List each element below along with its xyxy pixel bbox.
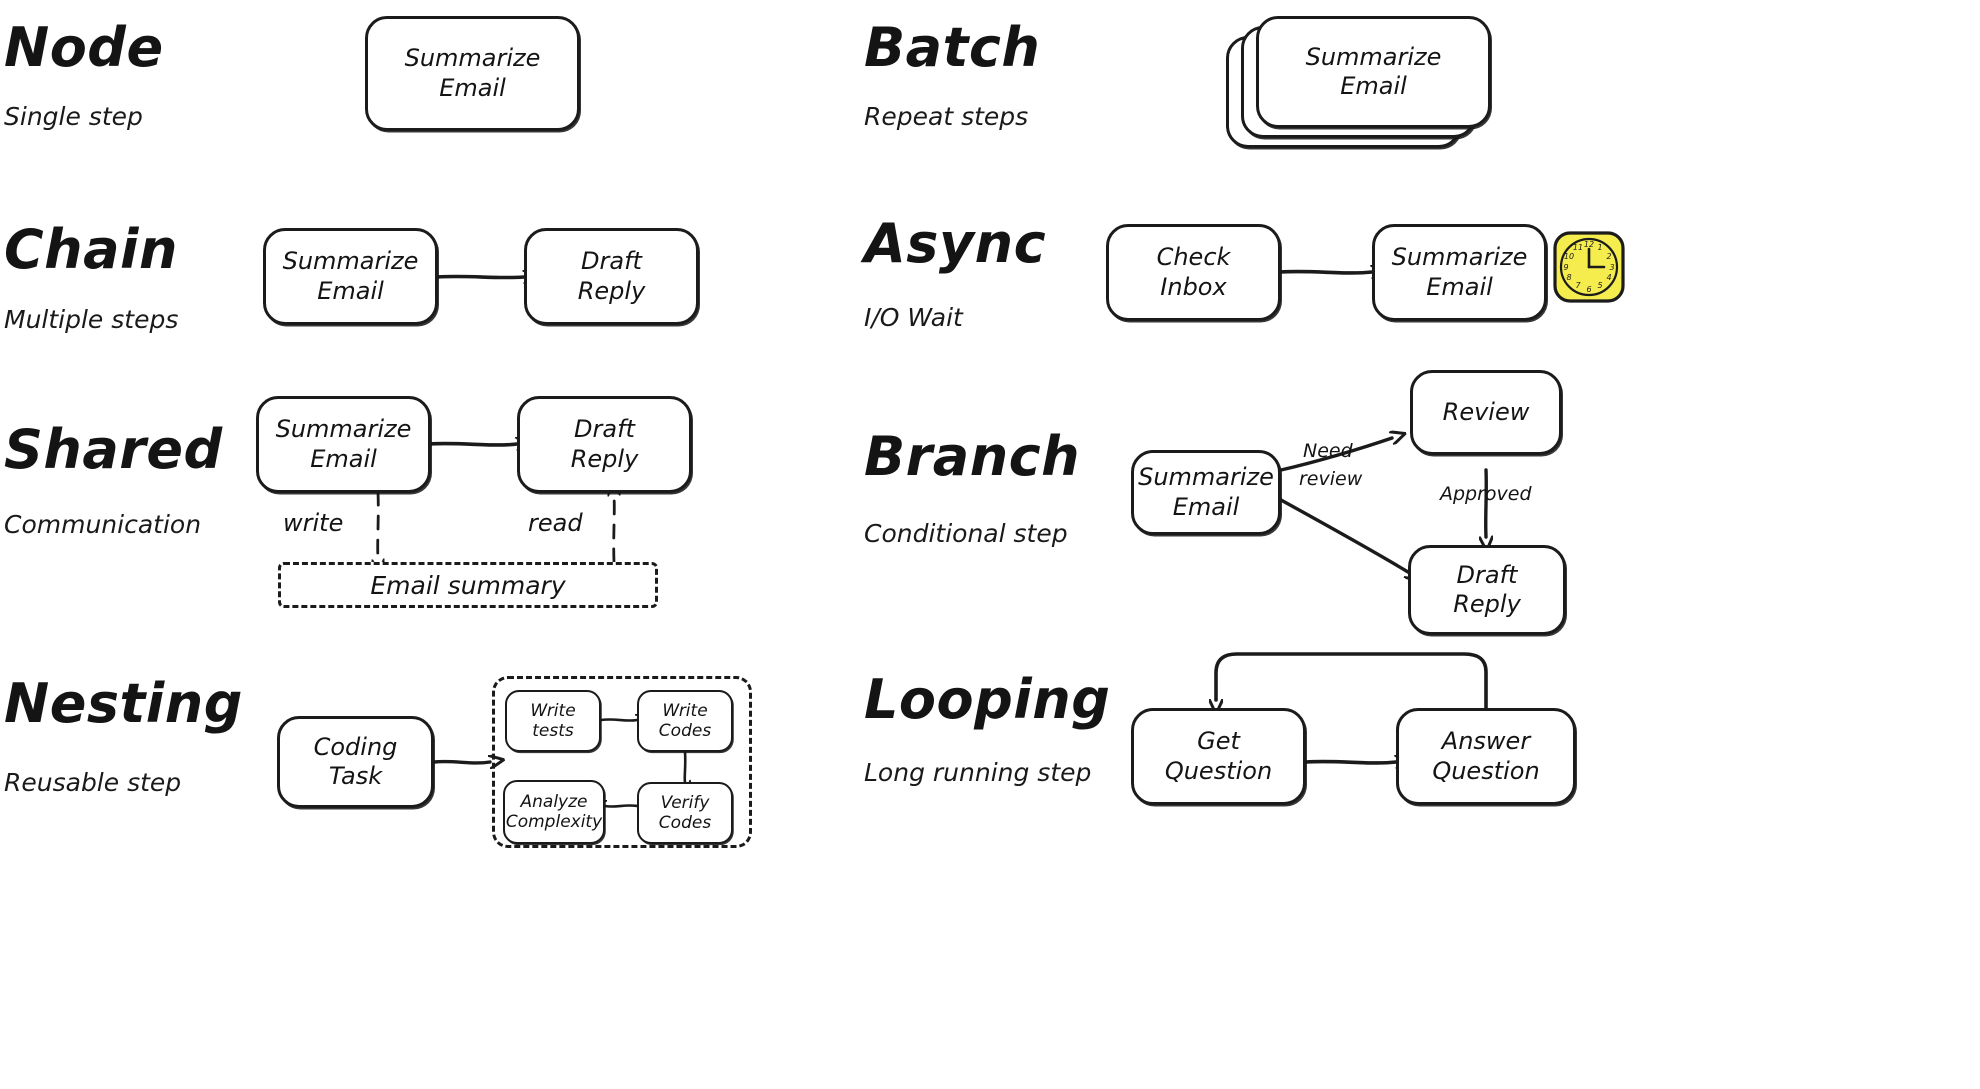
section-heading-chain: Chain: [4, 218, 178, 281]
svg-text:3: 3: [1609, 263, 1614, 272]
edge-shared-write: [378, 490, 379, 560]
edge-loop-back: [1216, 652, 1488, 708]
nesting-group-container: [492, 676, 752, 848]
svg-text:4: 4: [1606, 273, 1611, 282]
edge-nesting-1: [599, 719, 637, 720]
svg-text:9: 9: [1563, 263, 1568, 272]
svg-text:7: 7: [1575, 281, 1581, 290]
edge-label-read: read: [528, 509, 583, 537]
svg-text:12: 12: [1584, 240, 1594, 249]
svg-text:1: 1: [1597, 243, 1602, 252]
edge-label-approved: Approved: [1440, 483, 1532, 505]
section-heading-looping: Looping: [864, 668, 1111, 731]
edge-branch-direct: [1279, 498, 1408, 572]
branch-node-review[interactable]: Review: [1410, 370, 1562, 455]
section-heading-branch: Branch: [864, 425, 1081, 488]
edge-shared-1: [427, 444, 517, 445]
edge-branch-approved: [1486, 468, 1487, 537]
section-subtitle-shared: Communication: [4, 510, 202, 539]
svg-text:5: 5: [1597, 281, 1602, 290]
section-subtitle-looping: Long running step: [864, 758, 1092, 787]
edge-nesting-3: [605, 805, 639, 806]
shared-store-email-summary[interactable]: Email summary: [278, 562, 658, 608]
edge-label-review: review: [1299, 468, 1363, 490]
edge-nesting-2: [685, 750, 686, 782]
section-subtitle-branch: Conditional step: [864, 519, 1068, 548]
edge-loop-forward: [1304, 762, 1396, 763]
edge-branch-need-review: [1279, 438, 1392, 472]
edge-label-write: write: [283, 509, 344, 537]
section-subtitle-node: Single step: [4, 102, 143, 131]
section-heading-batch: Batch: [864, 16, 1041, 79]
section-heading-shared: Shared: [4, 418, 223, 481]
section-heading-nesting: Nesting: [4, 672, 243, 735]
edge-shared-read: [614, 495, 615, 564]
edge-async-1: [1278, 272, 1372, 273]
svg-text:6: 6: [1586, 285, 1591, 294]
section-subtitle-batch: Repeat steps: [864, 102, 1029, 131]
section-subtitle-async: I/O Wait: [864, 303, 963, 332]
section-heading-async: Async: [864, 212, 1047, 275]
svg-text:11: 11: [1573, 243, 1583, 252]
section-subtitle-chain: Multiple steps: [4, 305, 179, 334]
edge-chain-1: [435, 276, 524, 277]
section-heading-node: Node: [4, 16, 164, 79]
svg-text:10: 10: [1564, 252, 1574, 261]
edge-nesting-in: [432, 762, 490, 763]
svg-text:8: 8: [1566, 273, 1571, 282]
edge-label-need: Need: [1303, 440, 1353, 462]
svg-text:2: 2: [1606, 252, 1611, 261]
node-label: Review: [1442, 397, 1530, 426]
store-label: Email summary: [370, 570, 566, 600]
section-subtitle-nesting: Reusable step: [4, 768, 182, 797]
